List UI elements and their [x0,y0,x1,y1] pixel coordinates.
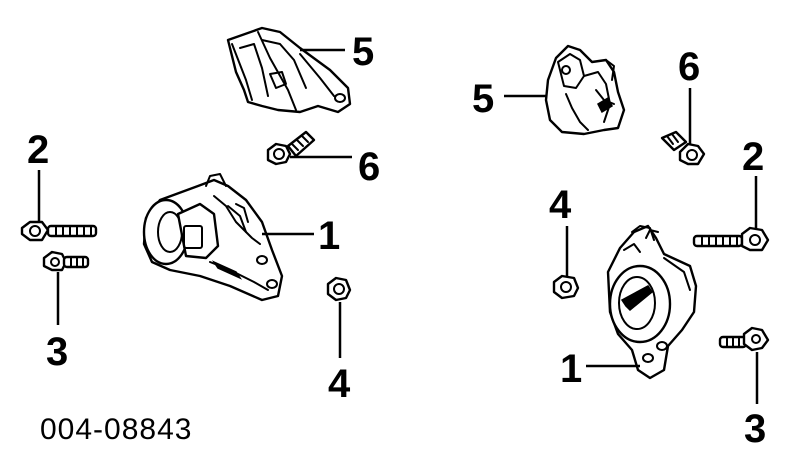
right-short-bolt-part-3 [718,326,770,352]
right-engine-mount-part-1 [606,224,698,380]
left-callout-2: 2 [27,128,49,172]
right-callout-2: 2 [742,135,764,179]
right-bracket-part-5 [544,44,626,136]
left-callout-5: 5 [352,30,374,74]
right-callout-5: 5 [472,77,494,121]
left-callout-4: 4 [328,362,351,406]
left-callout-1: 1 [318,214,340,258]
right-nut-part-4 [552,274,580,300]
diagram-code: 004-08843 [40,413,192,446]
left-engine-mount-part-1 [142,173,284,302]
left-bracket-part-5 [226,26,352,114]
left-callout-3: 3 [46,330,68,374]
left-callout-6: 6 [358,145,380,189]
left-nut-part-4 [326,276,352,302]
right-callout-1: 1 [560,347,582,391]
right-long-bolt-part-2 [692,226,770,252]
right-bolt-part-6 [660,130,706,166]
left-long-bolt-part-2 [20,220,98,242]
left-bolt-part-6 [266,130,316,166]
left-short-bolt-part-3 [42,250,90,272]
right-callout-4: 4 [549,183,572,227]
right-callout-3: 3 [744,407,766,451]
right-callout-6: 6 [678,45,700,89]
